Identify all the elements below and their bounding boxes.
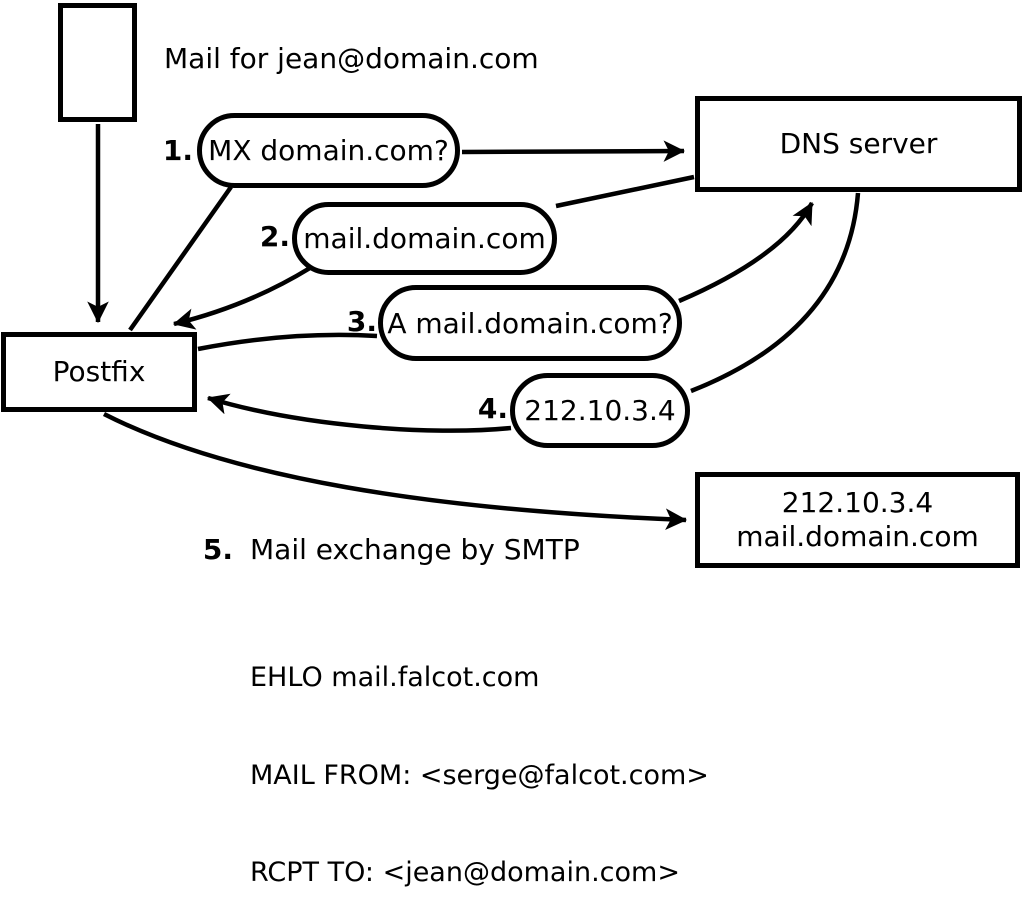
line-dns-to-a-reply [690,192,861,394]
smtp-line-mail-from: MAIL FROM: <serge@falcot.com> [250,759,709,791]
mailserver-label: 212.10.3.4 mail.domain.com [736,486,978,554]
dns-server-label: DNS server [779,127,938,160]
smtp-line-ehlo: EHLO mail.falcot.com [250,662,540,693]
pill-a-reply: 212.10.3.4 [510,373,690,448]
line-postfix-to-a-query [197,332,378,352]
arrow-mx-reply-to-postfix [172,266,312,330]
arrow-mx-query-to-dns [461,140,686,162]
pill-a-reply-label: 212.10.3.4 [524,394,676,427]
step-number-4: 4. [477,392,508,425]
arrow-a-query-to-dns [678,201,814,304]
arrow-smtp-to-mailserver [102,411,688,530]
step-number-3: 3. [346,305,377,338]
line-dns-to-mx-reply [555,174,695,209]
mail-envelope [58,3,137,122]
mailserver-hostname: mail.domain.com [736,520,979,553]
arrow-a-reply-to-postfix [206,393,512,433]
pill-a-query: A mail.domain.com? [378,285,682,361]
smtp-line-rcpt-to: RCPT TO: <jean@domain.com> [250,857,680,888]
pill-mx-reply: mail.domain.com [292,202,557,275]
step-5-caption: Mail exchange by SMTP [250,533,580,566]
pill-mx-reply-label: mail.domain.com [303,222,546,255]
postfix-box: Postfix [1,332,197,412]
diagram-title: Mail for jean@domain.com [164,42,539,75]
postfix-label: Postfix [52,355,146,388]
step-number-1: 1. [162,134,193,167]
mailserver-ip: 212.10.3.4 [781,486,934,519]
step-number-5: 5. [202,533,233,566]
dns-server-box: DNS server [695,96,1022,192]
pill-mx-query-label: MX domain.com? [208,134,449,167]
mailserver-box: 212.10.3.4 mail.domain.com [695,472,1020,568]
step-number-2: 2. [259,220,290,253]
pill-mx-query: MX domain.com? [197,113,460,188]
pill-a-query-label: A mail.domain.com? [387,306,673,340]
smtp-session-transcript: EHLO mail.falcot.com MAIL FROM: <serge@f… [250,597,709,919]
line-postfix-to-mx-query [128,185,233,332]
